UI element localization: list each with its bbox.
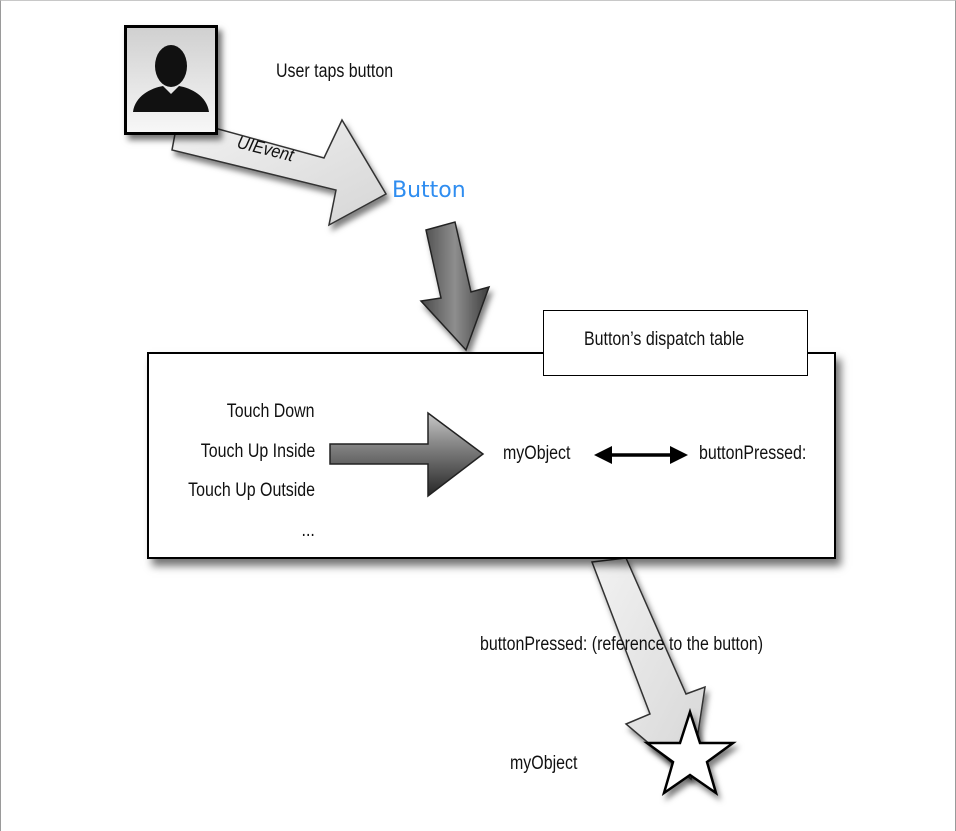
dispatch-table-title: Button’s dispatch table xyxy=(584,329,745,350)
dispatch-action-label: buttonPressed: xyxy=(699,443,807,464)
event-touch-down: Touch Down xyxy=(227,401,315,422)
user-action-label: User taps button xyxy=(276,61,394,82)
user-avatar xyxy=(124,25,218,135)
message-label: buttonPressed: (reference to the button) xyxy=(480,634,764,655)
button-label[interactable]: Button xyxy=(392,178,466,203)
event-touch-up-inside: Touch Up Inside xyxy=(200,441,315,462)
receiver-label: myObject xyxy=(510,753,578,774)
dispatch-table-box xyxy=(147,352,836,559)
person-silhouette-icon xyxy=(127,28,215,132)
event-touch-up-outside: Touch Up Outside xyxy=(188,480,315,501)
event-ellipsis: ... xyxy=(301,520,315,541)
dispatch-table-title-box: Button’s dispatch table xyxy=(543,310,808,376)
message-arrow xyxy=(590,557,706,781)
uievent-arrow xyxy=(171,117,388,227)
button-to-table-arrow xyxy=(419,221,491,352)
dispatch-target-label: myObject xyxy=(503,443,571,464)
